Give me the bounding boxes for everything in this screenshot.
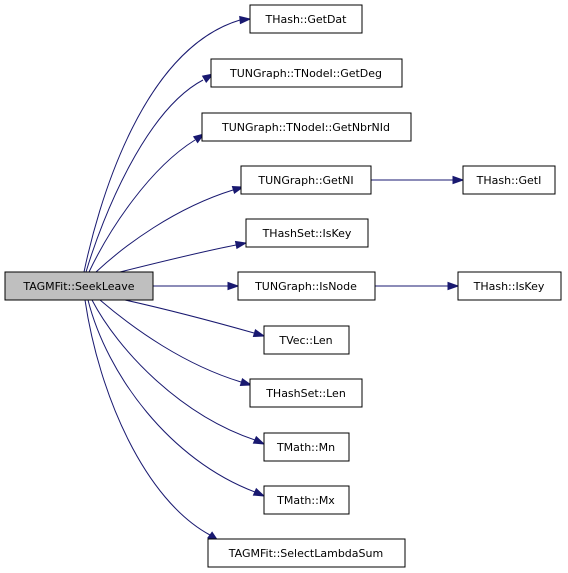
edges-layer: [83, 15, 465, 542]
arrowhead: [447, 281, 460, 291]
nodes-layer: TAGMFit::SeekLeave THash::GetDat TUNGrap…: [4, 4, 562, 568]
arrowhead: [239, 15, 252, 25]
node-tvec-len-label: TVec::Len: [278, 334, 332, 347]
edge-root-to-tvec-len: [124, 299, 266, 338]
edge-line: [84, 299, 211, 536]
edge-root-to-thash-getdat: [83, 15, 252, 273]
node-thash-getdat-label: THash::GetDat: [265, 13, 348, 26]
node-tagmfit-selectlambdasum[interactable]: TAGMFit::SelectLambdaSum: [207, 538, 406, 568]
arrowhead: [252, 487, 266, 497]
node-tnodei-getnbrnid-label: TUNGraph::TNodeI::GetNbrNId: [221, 121, 390, 134]
node-root-label: TAGMFit::SeekLeave: [22, 280, 134, 293]
edge-line: [124, 299, 255, 334]
edge-root-to-tungraph-getni: [95, 185, 245, 273]
edge-root-to-tmath-mn: [91, 299, 266, 445]
node-tnodei-getdeg-label: TUNGraph::TNodeI::GetDeg: [229, 67, 382, 80]
node-thashset-len[interactable]: THashSet::Len: [249, 378, 363, 408]
arrowhead: [234, 240, 248, 250]
edge-root-to-thashset-iskey: [119, 240, 248, 273]
arrowhead: [239, 377, 253, 387]
node-thashset-len-label: THashSet::Len: [265, 387, 346, 400]
node-thash-iskey-label: THash::IsKey: [473, 280, 545, 293]
node-thashset-iskey-label: THashSet::IsKey: [262, 227, 352, 240]
edge-root-to-thashset-len: [99, 299, 253, 387]
node-tungraph-isnode-label: TUNGraph::IsNode: [254, 280, 357, 293]
edge-tungraph-getni-to-thash-geti: [371, 175, 465, 185]
arrowhead: [452, 175, 465, 185]
edge-line: [91, 299, 256, 441]
arrowhead: [252, 435, 266, 445]
node-tungraph-getni[interactable]: TUNGraph::GetNI: [240, 165, 372, 195]
node-thash-geti[interactable]: THash::GetI: [462, 165, 556, 195]
arrowhead: [227, 281, 240, 291]
node-tungraph-isnode[interactable]: TUNGraph::IsNode: [237, 271, 376, 301]
edge-tungraph-isnode-to-thash-iskey: [375, 281, 460, 291]
node-tmath-mx[interactable]: TMath::Mx: [263, 485, 350, 515]
edge-root-to-tungraph-isnode: [153, 281, 240, 291]
node-tmath-mn-label: TMath::Mn: [276, 441, 335, 454]
arrowhead: [231, 185, 245, 195]
node-tvec-len[interactable]: TVec::Len: [263, 325, 350, 355]
edge-root-to-tnodei-getdeg: [85, 73, 215, 273]
edge-root-to-tagmfit-selectlambdasum: [84, 299, 220, 542]
edge-root-to-tnodei-getnbrnid: [88, 133, 206, 273]
arrowhead: [201, 73, 215, 84]
edge-line: [85, 79, 204, 273]
node-tmath-mn[interactable]: TMath::Mn: [263, 432, 350, 462]
edge-line: [119, 244, 237, 273]
node-tnodei-getdeg[interactable]: TUNGraph::TNodeI::GetDeg: [210, 58, 403, 88]
arrowhead: [192, 133, 206, 144]
node-thashset-iskey[interactable]: THashSet::IsKey: [245, 218, 369, 248]
edge-line: [99, 299, 242, 383]
node-tungraph-getni-label: TUNGraph::GetNI: [257, 174, 353, 187]
arrowhead: [252, 328, 266, 338]
node-thash-iskey[interactable]: THash::IsKey: [457, 271, 562, 301]
edge-line: [88, 139, 196, 273]
node-thash-getdat[interactable]: THash::GetDat: [249, 4, 363, 34]
node-tmath-mx-label: TMath::Mx: [276, 494, 335, 507]
edge-line: [83, 19, 241, 273]
edge-line: [95, 189, 234, 273]
edge-line: [87, 299, 256, 493]
node-thash-geti-label: THash::GetI: [476, 174, 542, 187]
node-tnodei-getnbrnid[interactable]: TUNGraph::TNodeI::GetNbrNId: [201, 112, 412, 142]
node-root[interactable]: TAGMFit::SeekLeave: [4, 271, 154, 301]
node-tagmfit-selectlambdasum-label: TAGMFit::SelectLambdaSum: [228, 547, 383, 560]
edge-root-to-tmath-mx: [87, 299, 266, 497]
